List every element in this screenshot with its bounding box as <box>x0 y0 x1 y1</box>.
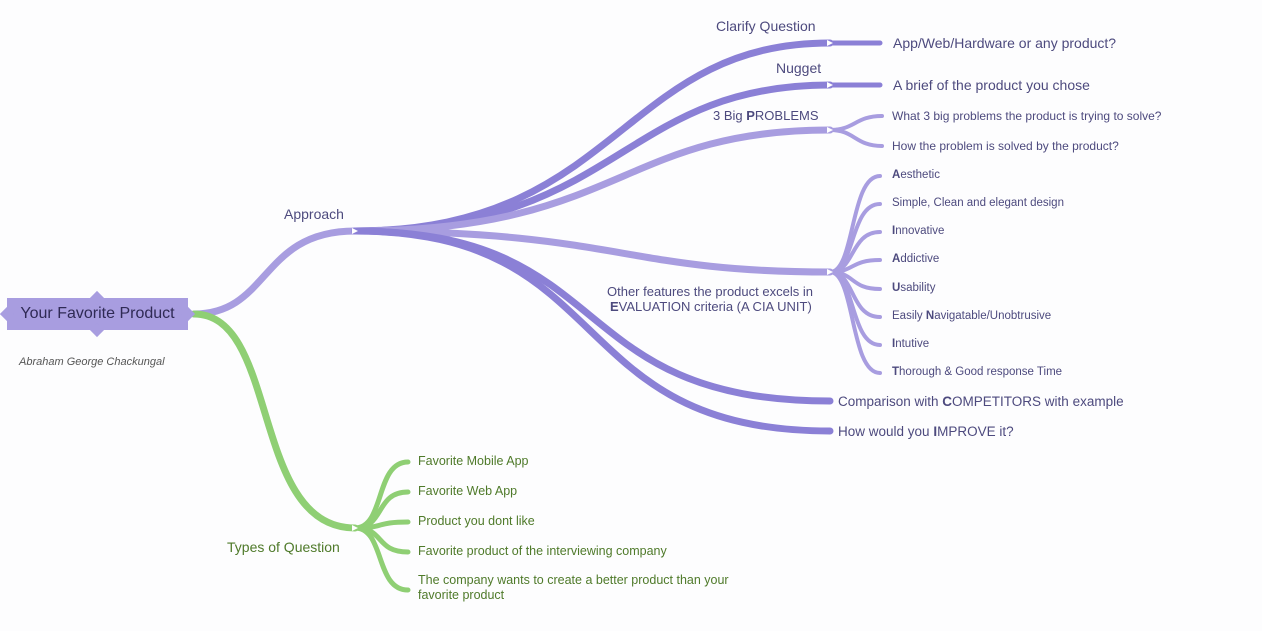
problems-child-1[interactable]: What 3 big problems the product is tryin… <box>892 109 1162 123</box>
features-label-line1: Other features the product excels in <box>607 284 813 299</box>
edge-root-types <box>190 310 359 532</box>
improve-label[interactable]: How would you IMPROVE it? <box>838 424 1014 439</box>
edge-approach-nugget <box>351 81 834 235</box>
competitors-label[interactable]: Comparison with COMPETITORS with example <box>838 394 1124 409</box>
feature-usability[interactable]: Usability <box>892 282 936 294</box>
features-label-line2: EVALUATION criteria (A CIA UNIT) <box>610 299 812 314</box>
nugget-child[interactable]: A brief of the product you chose <box>893 77 1090 93</box>
problems-label-bold: P <box>746 108 755 123</box>
edge-approach-problems <box>351 126 834 235</box>
type-favorite-web-app[interactable]: Favorite Web App <box>418 484 518 498</box>
feature-navigatable[interactable]: Easily Navigatable/Unobtrusive <box>892 310 1052 322</box>
edge-root-approach <box>190 227 359 318</box>
feature-simple-clean[interactable]: Simple, Clean and elegant design <box>892 197 1064 209</box>
clarify-question-child[interactable]: App/Web/Hardware or any product? <box>893 35 1117 51</box>
edge-approach-competitors <box>351 227 834 405</box>
feature-intutive[interactable]: Intutive <box>892 338 930 350</box>
feature-aesthetic[interactable]: Aesthetic <box>892 169 940 181</box>
features-label[interactable]: Other features the product excels in EVA… <box>607 284 813 314</box>
type-better-product-line1[interactable]: The company wants to create a better pro… <box>418 573 729 587</box>
problems-label-pre: 3 Big <box>713 108 747 123</box>
type-product-dont-like[interactable]: Product you dont like <box>418 514 535 528</box>
feature-thorough[interactable]: Thorough & Good response Time <box>892 366 1063 378</box>
nugget-label[interactable]: Nugget <box>776 60 822 76</box>
root-label: Your Favorite Product <box>20 305 175 322</box>
type-favorite-mobile-app[interactable]: Favorite Mobile App <box>418 454 529 468</box>
clarify-question-label[interactable]: Clarify Question <box>716 18 816 34</box>
type-better-product-line2[interactable]: favorite product <box>418 588 505 602</box>
edge-approach-features <box>351 227 834 276</box>
author-label: Abraham George Chackungal <box>19 356 165 368</box>
types-of-question-label[interactable]: Types of Question <box>227 539 340 555</box>
approach-label[interactable]: Approach <box>284 206 344 222</box>
problems-label-post: ROBLEMS <box>754 108 819 123</box>
problems-child-2[interactable]: How the problem is solved by the product… <box>892 139 1119 153</box>
problems-label[interactable]: 3 Big PROBLEMS <box>713 109 819 122</box>
feature-addictive[interactable]: Addictive <box>892 253 940 265</box>
feature-innovative[interactable]: Innovative <box>892 225 945 237</box>
edge-approach-improve <box>351 227 834 435</box>
type-interviewing-company[interactable]: Favorite product of the interviewing com… <box>418 544 667 558</box>
